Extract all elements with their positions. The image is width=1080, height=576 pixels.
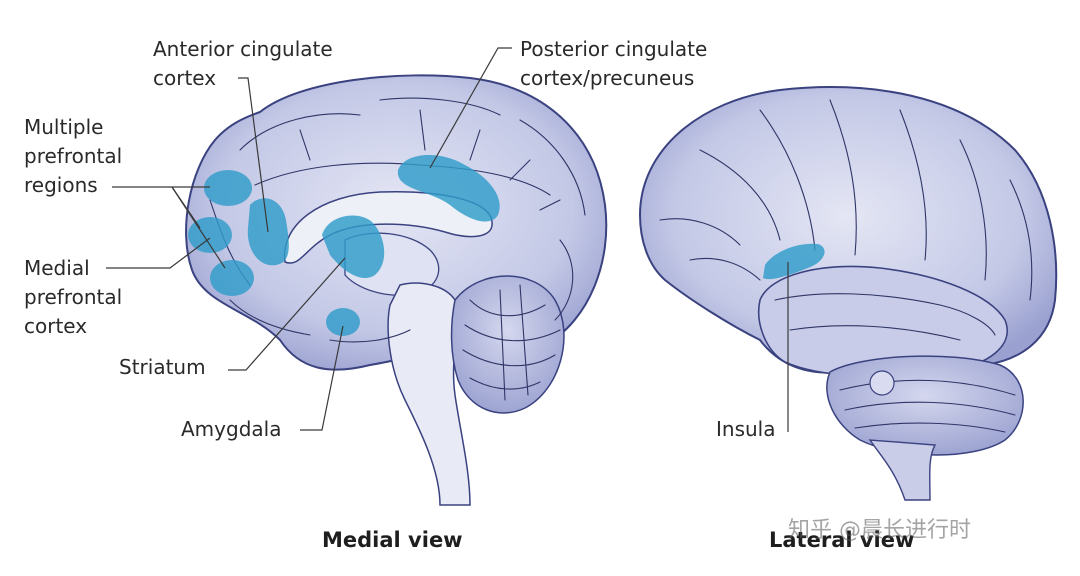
label-anterior-cingulate-line2: cortex <box>153 66 216 90</box>
title-medial-view: Medial view <box>322 528 463 552</box>
label-medial-prefrontal-line1: Medial <box>24 256 90 280</box>
label-posterior-cingulate-line2: cortex/precuneus <box>520 66 694 90</box>
brainstem-lateral <box>868 439 937 501</box>
region-prefrontal-upper <box>204 170 252 206</box>
leader-medial-prefrontal <box>106 237 211 269</box>
lateral-view-brain <box>638 86 1058 501</box>
region-striatum <box>322 215 385 279</box>
labels: Anterior cingulate cortex Posterior cing… <box>24 37 914 552</box>
label-amygdala: Amygdala <box>181 417 281 441</box>
label-multiple-prefrontal-line2: prefrontal <box>24 144 122 168</box>
label-multiple-prefrontal-line3: regions <box>24 173 98 197</box>
region-amygdala <box>326 308 360 336</box>
label-anterior-cingulate-line1: Anterior cingulate <box>153 37 333 61</box>
leader-amygdala <box>300 325 344 431</box>
leader-multiple-prefrontal-3 <box>171 186 226 269</box>
leader-anterior-cingulate <box>238 77 269 233</box>
leader-lines <box>106 47 789 432</box>
title-lateral-view: Lateral view <box>769 528 914 552</box>
label-multiple-prefrontal-line1: Multiple <box>24 115 103 139</box>
region-posterior-cingulate <box>397 154 500 222</box>
label-posterior-cingulate-line1: Posterior cingulate <box>520 37 707 61</box>
label-insula: Insula <box>716 417 775 441</box>
watermark: 知乎 @晨长进行时 <box>788 518 971 543</box>
label-striatum: Striatum <box>119 355 206 379</box>
label-medial-prefrontal-line2: prefrontal <box>24 285 122 309</box>
cerebellum-lateral <box>826 355 1024 456</box>
label-medial-prefrontal-line3: cortex <box>24 314 87 338</box>
region-insula <box>763 243 825 280</box>
cerebellum-medial <box>450 275 565 414</box>
medial-view-brain <box>185 74 608 506</box>
region-prefrontal-lower <box>210 260 254 296</box>
leader-striatum <box>228 257 346 371</box>
leader-posterior-cingulate <box>429 47 512 169</box>
